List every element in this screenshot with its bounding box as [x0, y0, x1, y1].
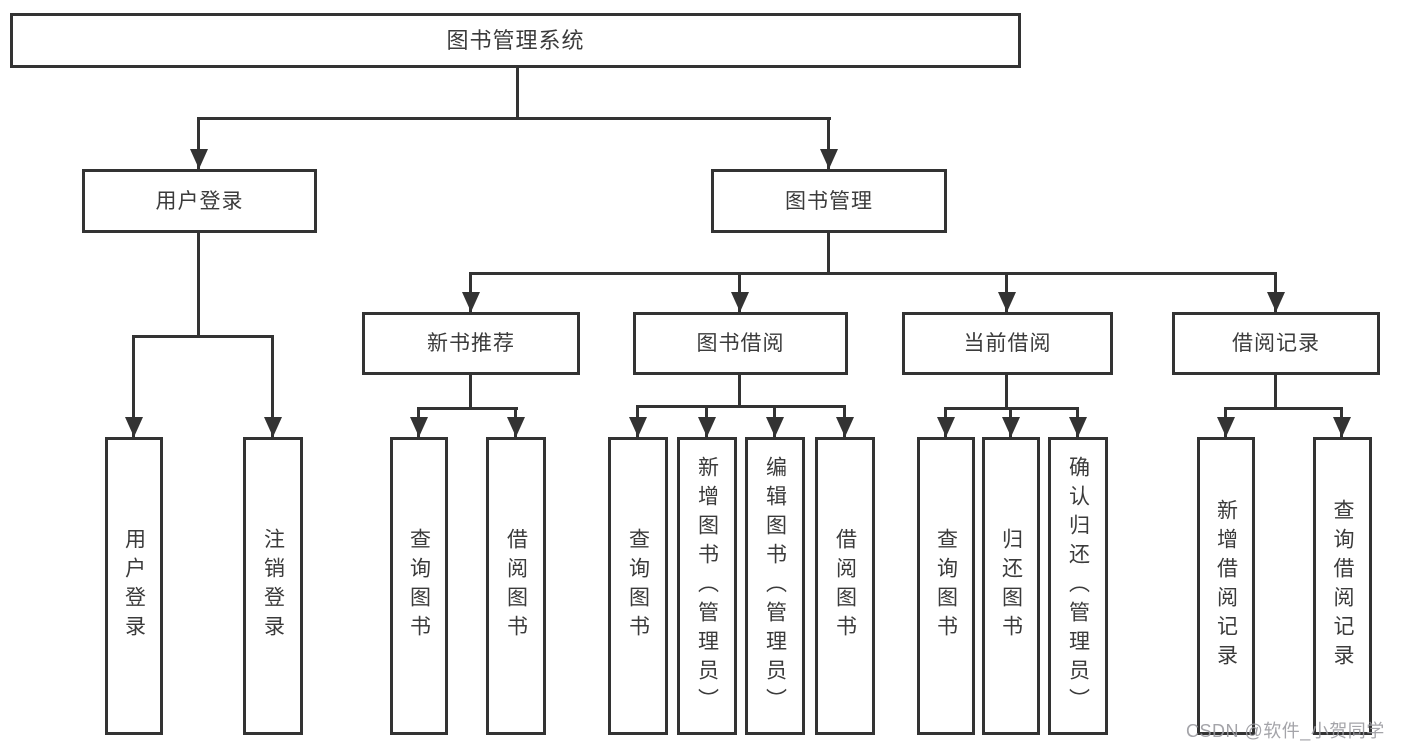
connector-line — [738, 375, 741, 407]
connector-line — [197, 117, 831, 120]
leaf-add-books-admin: 新增图书（管理员） — [677, 437, 737, 735]
node-book-management: 图书管理 — [711, 169, 947, 233]
leaf-user-login: 用户登录 — [105, 437, 163, 735]
leaf-add-borrow-record: 新增借阅记录 — [1197, 437, 1255, 735]
node-new-book-recommendation: 新书推荐 — [362, 312, 580, 375]
connector-line — [417, 407, 518, 410]
connector-line — [132, 335, 274, 338]
leaf-label: 查询借阅记录 — [1331, 499, 1354, 673]
arrow-down-icon — [944, 407, 947, 437]
leaf-query-borrow-record: 查询借阅记录 — [1313, 437, 1372, 735]
leaf-label: 查询图书 — [934, 528, 958, 644]
leaf-edit-books-admin: 编辑图书（管理员） — [745, 437, 805, 735]
leaf-label: 查询图书 — [407, 528, 431, 644]
arrow-down-icon — [1009, 407, 1012, 437]
arrow-down-icon — [705, 405, 708, 437]
arrow-down-icon — [1076, 407, 1079, 437]
arrow-down-icon — [738, 272, 741, 312]
leaf-label: 编辑图书（管理员） — [763, 455, 787, 717]
leaf-logout: 注销登录 — [243, 437, 303, 735]
connector-line — [516, 67, 519, 119]
connector-line — [827, 233, 830, 274]
node-book-borrowing: 图书借阅 — [633, 312, 848, 375]
node-user-login: 用户登录 — [82, 169, 317, 233]
leaf-return-books: 归还图书 — [982, 437, 1040, 735]
connector-line — [636, 405, 846, 408]
connector-line — [1274, 375, 1277, 409]
arrow-down-icon — [636, 405, 639, 437]
node-library-management-system: 图书管理系统 — [10, 13, 1021, 68]
arrow-down-icon — [197, 117, 200, 169]
arrow-down-icon — [417, 407, 420, 437]
connector-line — [469, 375, 472, 409]
leaf-borrow-books-borrowing: 借阅图书 — [815, 437, 875, 735]
arrow-down-icon — [271, 335, 274, 437]
arrow-down-icon — [827, 117, 830, 169]
leaf-label: 注销登录 — [261, 528, 285, 644]
connector-line — [197, 233, 200, 338]
csdn-watermark: CSDN @软件_小贺同学 — [1186, 721, 1385, 741]
arrow-down-icon — [773, 405, 776, 437]
leaf-label: 借阅图书 — [833, 528, 857, 644]
leaf-label: 新增图书（管理员） — [695, 455, 719, 717]
leaf-query-books-recommend: 查询图书 — [390, 437, 448, 735]
node-borrowing-records: 借阅记录 — [1172, 312, 1380, 375]
leaf-label: 归还图书 — [999, 528, 1023, 644]
leaf-borrow-books-recommend: 借阅图书 — [486, 437, 546, 735]
leaf-label: 用户登录 — [122, 528, 146, 644]
leaf-query-books-current: 查询图书 — [917, 437, 975, 735]
connector-line — [469, 272, 1277, 275]
arrow-down-icon — [1274, 272, 1277, 312]
leaf-confirm-return-admin: 确认归还（管理员） — [1048, 437, 1108, 735]
leaf-query-books-borrowing: 查询图书 — [608, 437, 668, 735]
arrow-down-icon — [132, 335, 135, 437]
connector-line — [1005, 375, 1008, 409]
arrow-down-icon — [1224, 407, 1227, 437]
leaf-label: 查询图书 — [626, 528, 650, 644]
arrow-down-icon — [843, 405, 846, 437]
leaf-label: 借阅图书 — [504, 528, 528, 644]
leaf-label: 新增借阅记录 — [1214, 499, 1238, 673]
arrow-down-icon — [1340, 407, 1343, 437]
arrow-down-icon — [469, 272, 472, 312]
arrow-down-icon — [514, 407, 517, 437]
node-current-borrowing: 当前借阅 — [902, 312, 1113, 375]
leaf-label: 确认归还（管理员） — [1066, 455, 1090, 717]
arrow-down-icon — [1005, 272, 1008, 312]
connector-line — [1224, 407, 1343, 410]
